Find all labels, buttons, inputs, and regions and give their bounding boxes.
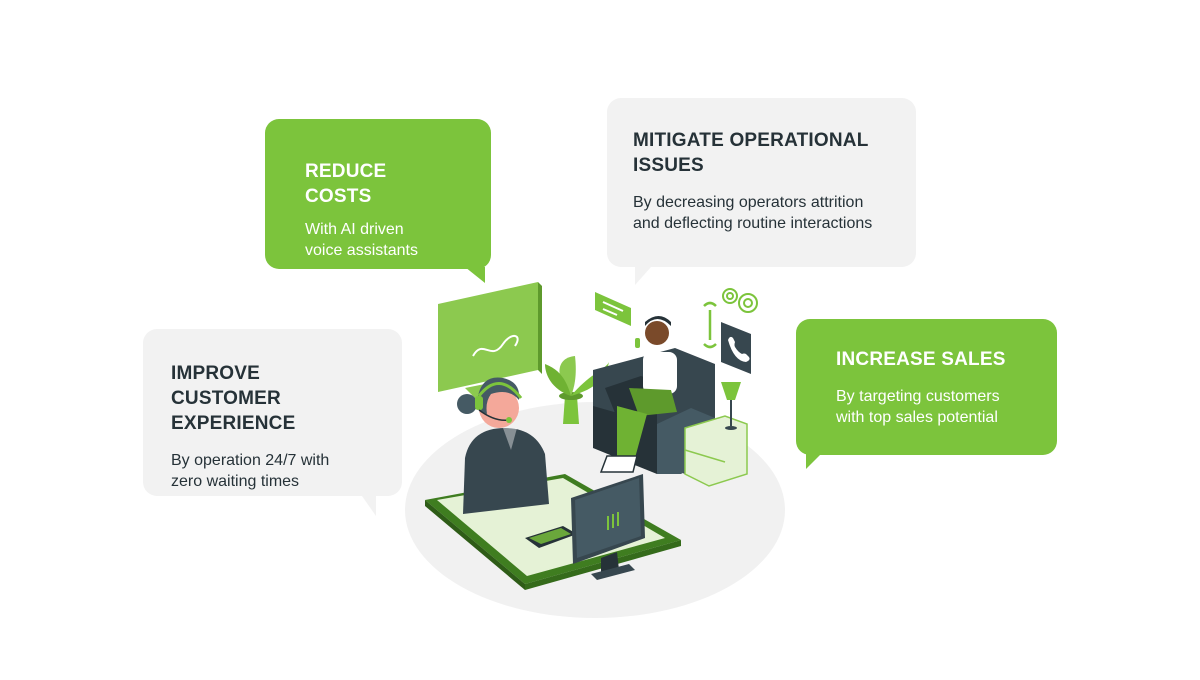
bubble-tail (635, 267, 651, 285)
operator-woman (457, 377, 549, 514)
call-center-illustration (405, 282, 785, 618)
card-title: MITIGATE OPERATIONAL ISSUES (633, 130, 869, 176)
card-title: IMPROVE CUSTOMER EXPERIENCE (171, 363, 296, 434)
card-title: REDUCE COSTS (305, 161, 387, 207)
card-title: INCREASE SALES (836, 349, 1006, 370)
computer-monitor (571, 474, 645, 580)
bubble-tail (362, 496, 376, 516)
card-body: By decreasing operators attrition and de… (633, 194, 873, 232)
bubble-tail (465, 267, 485, 283)
bubble-tail (806, 453, 822, 469)
plant-decoration (545, 356, 609, 424)
phone-icon (721, 322, 751, 374)
side-table (684, 382, 748, 487)
card-body: With AI driven voice assistants (305, 221, 418, 259)
improve-experience-card: IMPROVE CUSTOMER EXPERIENCE By operation… (143, 329, 402, 516)
voice-chat-bubble-icon (438, 282, 542, 400)
message-icon (595, 292, 631, 326)
seated-man (599, 316, 677, 473)
card-body: By targeting customers with top sales po… (836, 388, 1000, 426)
card-body: By operation 24/7 with zero waiting time… (171, 452, 330, 490)
reduce-costs-card: REDUCE COSTS With AI driven voice assist… (265, 119, 491, 283)
wrench-icon (703, 301, 717, 349)
mitigate-issues-card: MITIGATE OPERATIONAL ISSUES By decreasin… (607, 98, 916, 285)
keyboard (525, 526, 577, 548)
increase-sales-card: INCREASE SALES By targeting customers wi… (796, 319, 1057, 469)
gear-icon (722, 288, 758, 313)
